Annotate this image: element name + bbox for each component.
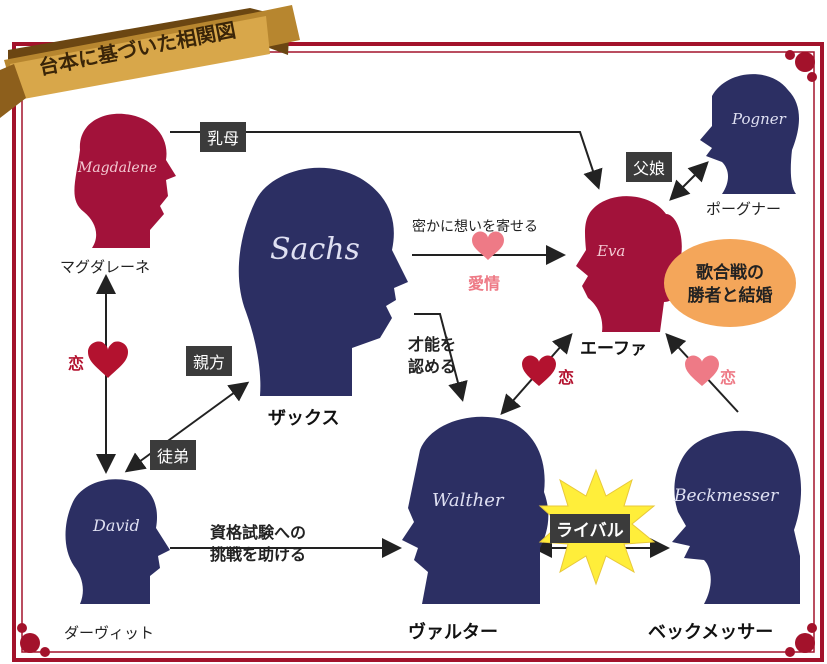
heart-affection-icon <box>472 231 504 260</box>
arrow-recognizes-talent <box>414 313 468 402</box>
recognizes-talent-label: 才能を 認める <box>408 335 457 376</box>
heart-love-beckmesser-icon <box>685 355 719 386</box>
walther-silhouette <box>402 416 549 604</box>
frame-border-inner <box>21 51 815 653</box>
rival-label: ライバル <box>550 514 630 543</box>
exam-help-label: 資格試験への 挑戦を助ける <box>210 523 307 564</box>
sachs-name-en: Sachs <box>270 232 360 267</box>
sachs-silhouette <box>238 167 408 396</box>
beckmesser-name-en: Beckmesser <box>674 486 779 506</box>
arrow-nanny <box>170 131 603 190</box>
secret-feelings-label: 密かに想いを寄せる <box>412 219 538 235</box>
david-name-en: David <box>93 516 140 535</box>
magdalene-silhouette <box>74 113 176 248</box>
corner-ornament-bottom-left <box>17 623 50 657</box>
david-name-ja: ダーヴィット <box>64 624 155 642</box>
beckmesser-silhouette <box>672 430 802 604</box>
banner-ribbon <box>0 5 300 118</box>
walther-name-ja: ヴァルター <box>408 622 498 643</box>
nanny-label: 乳母 <box>200 122 247 152</box>
marry-winner-label: 歌合戦の 勝者と結婚 <box>687 263 773 306</box>
love-magdalene-label: 恋 <box>68 354 85 373</box>
patron-label: 親方 <box>186 346 233 376</box>
father-daughter-label: 父娘 <box>626 152 673 182</box>
arrow-patron-apprentice <box>124 381 250 473</box>
corner-ornament-bottom-right <box>785 623 817 657</box>
love-beckmesser-label: 恋 <box>720 368 737 387</box>
pogner-name-ja: ポーグナー <box>706 200 782 218</box>
arrow-father-daughter <box>669 161 709 201</box>
frame-border-outer <box>12 42 824 662</box>
pogner-silhouette <box>700 74 799 194</box>
pogner-name-en: Pogner <box>732 110 786 128</box>
eva-name-en: Eva <box>597 242 626 260</box>
eva-silhouette <box>576 196 684 332</box>
corner-ornament-top-right <box>785 50 817 82</box>
eva-name-ja: エーファ <box>580 339 647 359</box>
heart-love-magdalene-icon <box>88 341 128 378</box>
love-eva-walther-label: 恋 <box>558 368 575 387</box>
magdalene-name-ja: マグダレーネ <box>60 258 151 276</box>
apprentice-label: 徒弟 <box>150 440 197 470</box>
walther-name-en: Walther <box>432 490 504 511</box>
marry-winner-oval <box>664 239 796 327</box>
beckmesser-name-ja: ベックメッサー <box>648 622 774 643</box>
sachs-name-ja: ザックス <box>268 408 340 429</box>
david-silhouette <box>65 479 170 604</box>
affection-label: 愛情 <box>468 274 501 293</box>
magdalene-name-en: Magdalene <box>78 160 158 176</box>
heart-love-eva-walther-icon <box>522 355 556 386</box>
